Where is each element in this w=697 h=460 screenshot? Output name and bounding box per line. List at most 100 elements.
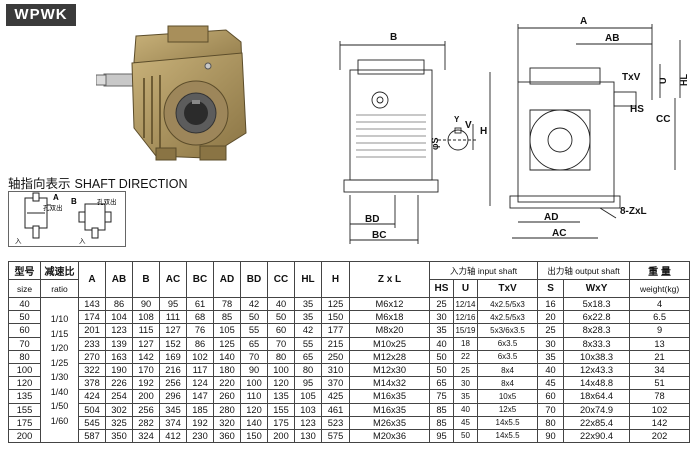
cell-ab: 302 [105, 402, 133, 417]
th-model: 型号 [8, 261, 41, 280]
cell-bd: 65 [240, 336, 268, 351]
cell-a: 545 [78, 415, 106, 430]
cell-wxy: 20x74.9 [563, 402, 631, 417]
dim-y: Y [454, 115, 460, 124]
th-ratio-en: ratio [40, 279, 79, 298]
cell-hs: 25 [429, 296, 454, 312]
cell-weight: 51 [629, 376, 691, 391]
cell-h: 177 [321, 323, 350, 338]
cell-u: 22 [453, 349, 478, 364]
dim-h: H [480, 126, 487, 137]
dim-zxl: 8-ZxL [620, 206, 647, 217]
cell-s: 90 [537, 428, 565, 444]
cell-ad: 220 [213, 376, 241, 391]
cell-u: 18 [453, 336, 478, 351]
cell-bc: 76 [186, 323, 214, 338]
dim-a: A [580, 16, 587, 27]
cell-cc: 70 [267, 336, 295, 351]
cell-ac: 412 [159, 428, 187, 444]
cell-hs: 50 [429, 349, 454, 364]
brand-logo: WPWK [6, 4, 76, 26]
cell-b: 256 [132, 402, 160, 417]
th-ad: AD [213, 261, 241, 298]
cell-bd: 150 [240, 428, 268, 444]
dim-hs: HS [630, 104, 644, 115]
cell-h: 215 [321, 336, 350, 351]
cell-ab: 254 [105, 389, 133, 404]
cell-hl: 103 [294, 402, 322, 417]
cell-ac: 374 [159, 415, 187, 430]
cell-txv: 10x5 [476, 389, 539, 404]
type-b-in: 入 [79, 237, 86, 245]
cell-zxl: M16x35 [349, 402, 430, 417]
ratio-item: 1/10 [50, 314, 69, 325]
cell-wxy: 5x18.3 [563, 296, 631, 312]
cell-weight: 4 [629, 296, 691, 312]
cell-ab: 123 [105, 323, 133, 338]
cell-s: 25 [537, 323, 565, 338]
cell-s: 35 [537, 349, 565, 364]
th-weight: 重 量 [629, 261, 691, 280]
cell-h: 523 [321, 415, 350, 430]
cell-ac: 111 [159, 310, 187, 325]
cell-bd: 90 [240, 362, 268, 378]
shaft-direction-title-en: SHAFT DIRECTION [74, 177, 188, 191]
cell-h: 461 [321, 402, 350, 417]
cell-zxl: M6x12 [349, 296, 430, 312]
cell-ab: 350 [105, 428, 133, 444]
cell-ad: 78 [213, 296, 241, 312]
cell-size: 120 [8, 376, 41, 391]
cell-hs: 85 [429, 415, 454, 430]
cell-hs: 75 [429, 389, 454, 404]
cell-ad: 105 [213, 323, 241, 338]
cell-cc: 135 [267, 389, 295, 404]
cell-bd: 140 [240, 415, 268, 430]
th-output-shaft: 出力轴 output shaft [537, 261, 631, 280]
cell-b: 192 [132, 376, 160, 391]
cell-ac: 95 [159, 296, 187, 312]
cell-size: 200 [8, 428, 41, 444]
cell-b: 115 [132, 323, 160, 338]
th-zxl: Z x L [349, 261, 430, 298]
cell-weight: 102 [629, 402, 691, 417]
cell-bc: 86 [186, 336, 214, 351]
th-bc: BC [186, 261, 214, 298]
th-txv: TxV [476, 279, 539, 298]
shaft-direction-diagram: A 孔双出 入 B 孔双出 入 [15, 192, 117, 245]
cell-wxy: 22x85.4 [563, 415, 631, 430]
cell-txv: 6x3.5 [476, 336, 539, 351]
th-bd: BD [240, 261, 268, 298]
cell-ac: 127 [159, 323, 187, 338]
th-a: A [78, 261, 106, 298]
cell-b: 90 [132, 296, 160, 312]
cell-a: 587 [78, 428, 106, 444]
th-input-shaft: 入力轴 input shaft [428, 261, 539, 280]
cell-zxl: M14x32 [349, 376, 430, 391]
cell-a: 270 [78, 349, 106, 364]
dim-hl: HL [679, 74, 689, 86]
cell-weight: 142 [629, 415, 691, 430]
dim-u: U [658, 78, 668, 85]
dim-txv: TxV [622, 72, 641, 83]
cell-ac: 296 [159, 389, 187, 404]
cell-hl: 80 [294, 362, 322, 378]
cell-bd: 100 [240, 376, 268, 391]
cell-ad: 125 [213, 336, 241, 351]
type-a-label: A [53, 193, 59, 202]
dim-ad: AD [544, 212, 558, 223]
cell-b: 127 [132, 336, 160, 351]
cell-weight: 34 [629, 362, 691, 378]
cell-h: 425 [321, 389, 350, 404]
cell-s: 20 [537, 310, 565, 325]
gearbox-photo [96, 25, 247, 161]
dim-s: φS [430, 138, 440, 150]
th-cc: CC [267, 261, 295, 298]
ratio-item: 1/25 [50, 357, 69, 368]
cell-cc: 50 [267, 310, 295, 325]
cell-hs: 95 [429, 428, 454, 444]
cell-weight: 6.5 [629, 310, 691, 325]
cell-wxy: 6x22.8 [563, 310, 631, 325]
